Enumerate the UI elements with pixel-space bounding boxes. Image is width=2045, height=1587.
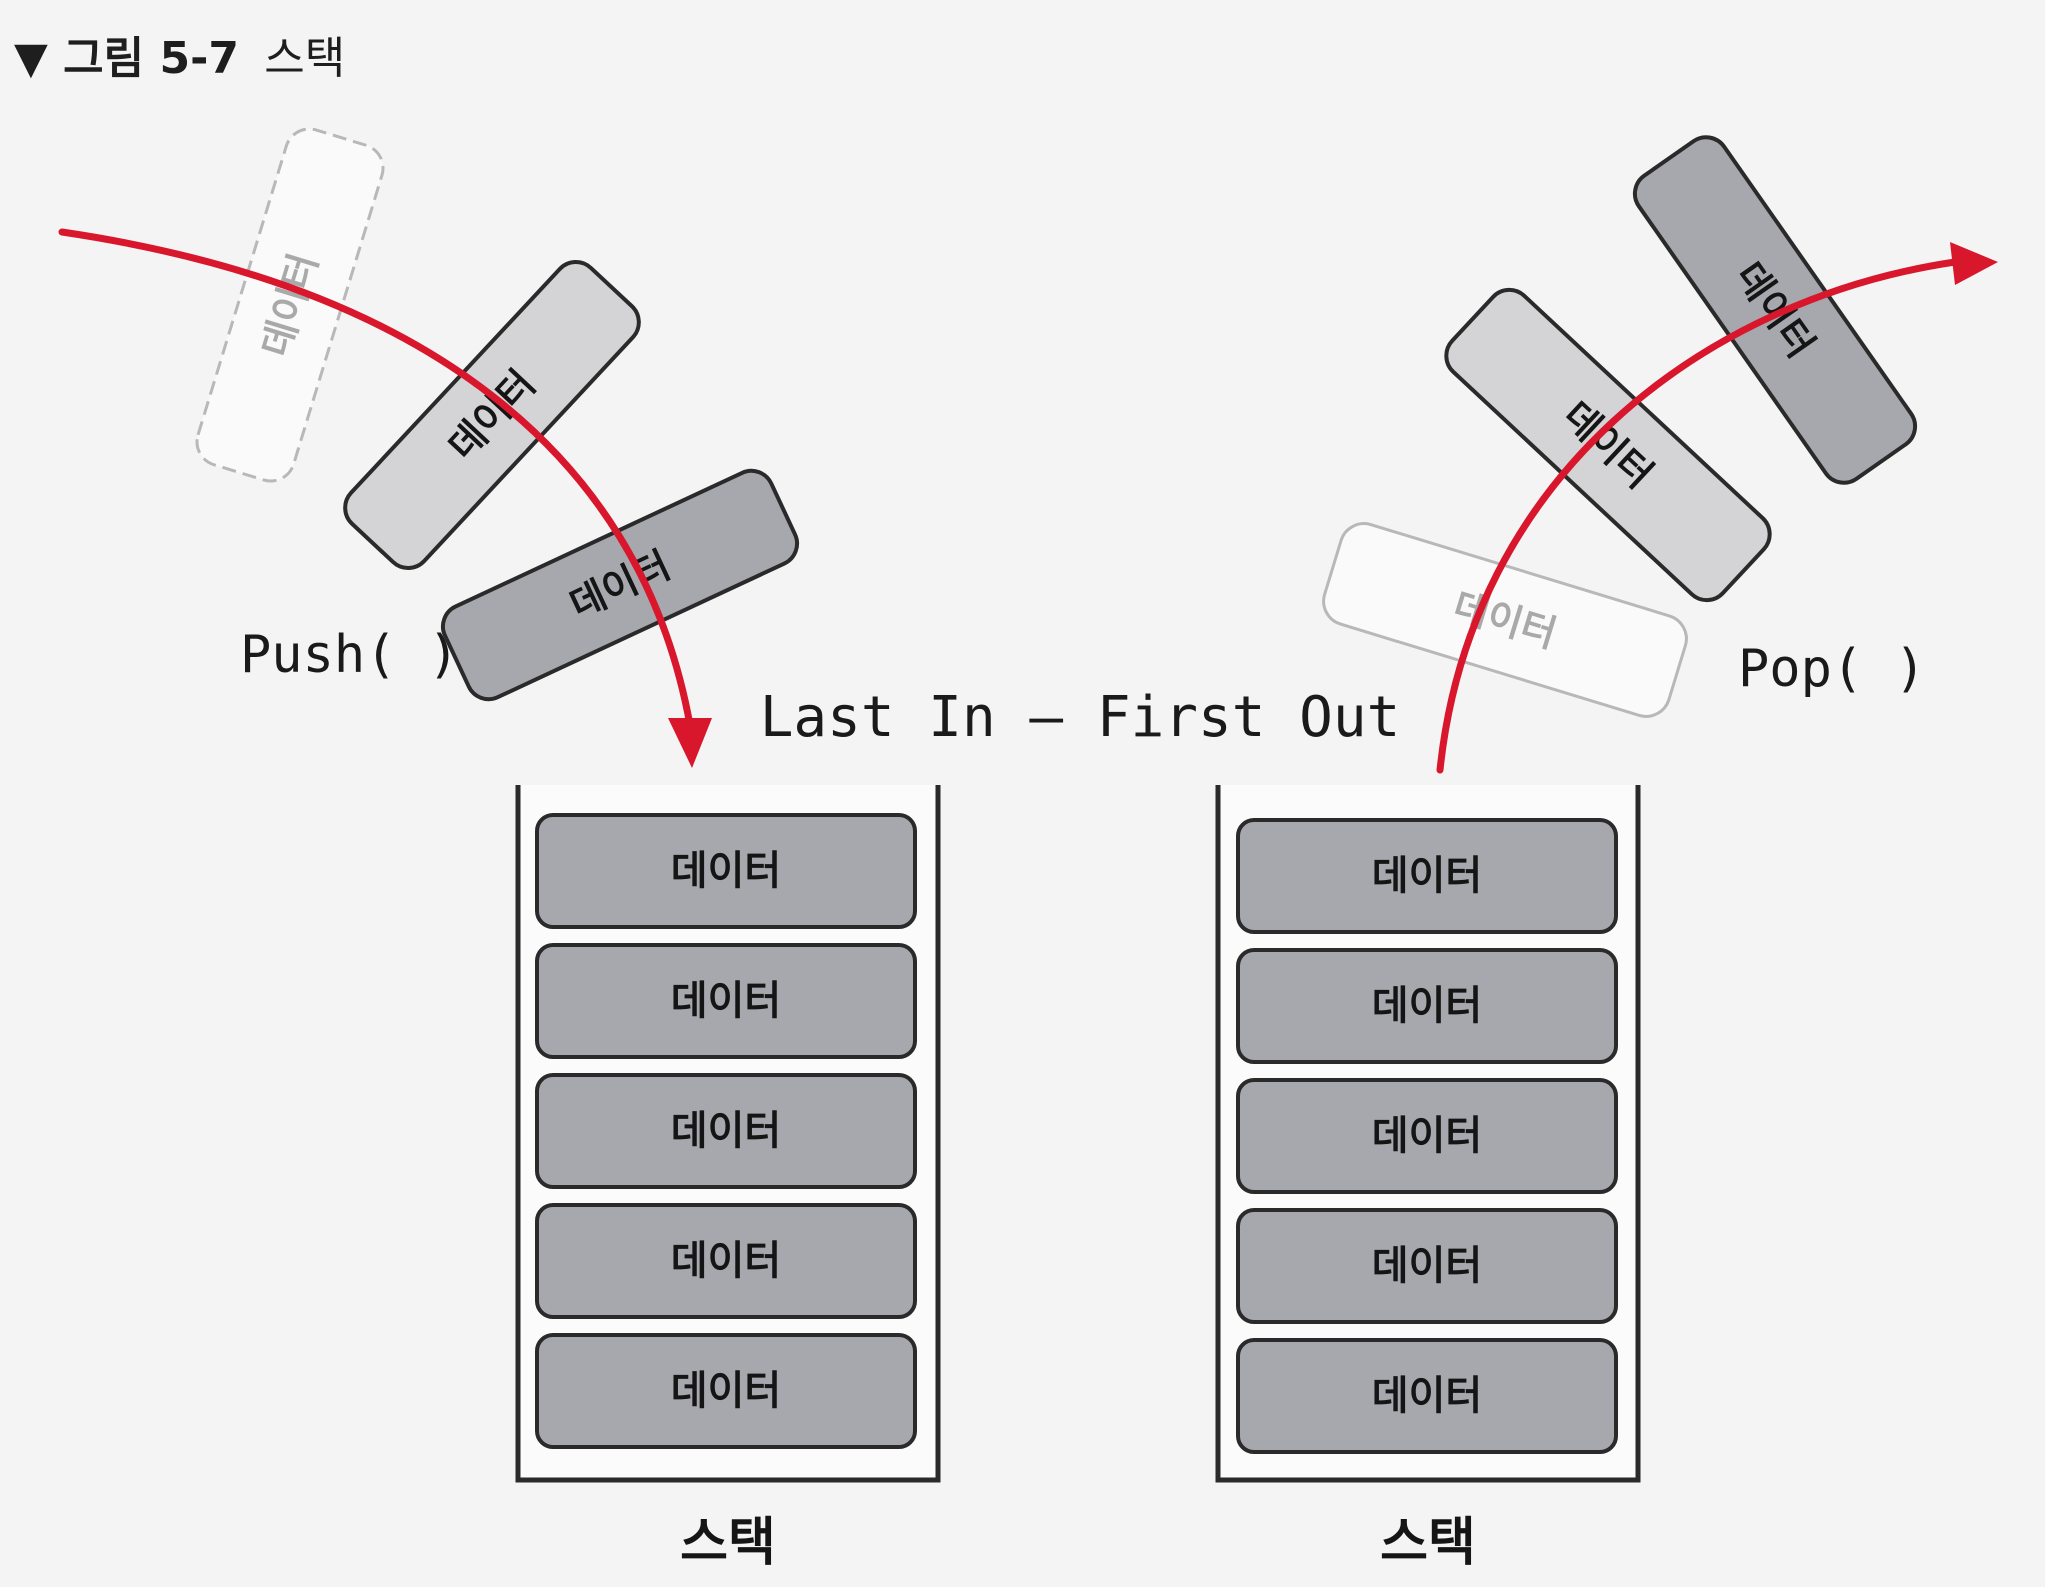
lifo-label: Last In – First Out <box>760 685 1401 750</box>
stack-right-item-1: 데이터 <box>1236 818 1618 934</box>
stack-right-item-2: 데이터 <box>1236 948 1618 1064</box>
stack-right-item-5-label: 데이터 <box>1372 1373 1482 1419</box>
push-block-upper: 데이터 <box>343 260 641 570</box>
figure-number: 그림 5-7 <box>63 33 239 84</box>
pop-block-top: 데이터 <box>1632 135 1918 485</box>
stack-left-item-2-label: 데이터 <box>671 978 781 1024</box>
stack-right-item-3-label: 데이터 <box>1372 1113 1482 1159</box>
stack-right-item-2-label: 데이터 <box>1372 983 1482 1029</box>
stack-right-item-5: 데이터 <box>1236 1338 1618 1454</box>
stack-left-item-3: 데이터 <box>535 1073 917 1189</box>
stack-left-item-5: 데이터 <box>535 1333 917 1449</box>
stack-left: 데이터 데이터 데이터 데이터 데이터 스택 <box>515 785 941 1573</box>
push-label: Push( ) <box>240 625 459 685</box>
pop-block-middle: 데이터 <box>1444 287 1772 603</box>
figure-caption: ▼ 그림 5-7 스택 <box>14 22 345 86</box>
stack-left-label: 스택 <box>680 1513 776 1573</box>
stack-left-item-4-label: 데이터 <box>671 1238 781 1284</box>
pop-ghost-block: 데이터 <box>1322 522 1688 718</box>
push-block-lower: 데이터 <box>440 468 800 702</box>
push-arrow <box>58 228 694 729</box>
stack-right-item-4: 데이터 <box>1236 1208 1618 1324</box>
pop-label: Pop( ) <box>1738 639 1926 699</box>
figure-title: 스택 <box>264 33 346 84</box>
stack-left-item-4: 데이터 <box>535 1203 917 1319</box>
stack-left-item-1: 데이터 <box>535 813 917 929</box>
stack-right-item-3: 데이터 <box>1236 1078 1618 1194</box>
stack-right-item-1-label: 데이터 <box>1372 853 1482 899</box>
stack-right-item-4-label: 데이터 <box>1372 1243 1482 1289</box>
pop-arrow <box>1436 258 1959 774</box>
stack-left-item-1-label: 데이터 <box>671 848 781 894</box>
stack-left-item-2: 데이터 <box>535 943 917 1059</box>
push-ghost-block: 데이터 <box>195 127 385 483</box>
stack-left-item-3-label: 데이터 <box>671 1108 781 1154</box>
push-arrow-head <box>668 718 712 768</box>
pop-arrow-head <box>1950 242 1998 285</box>
stack-left-item-5-label: 데이터 <box>671 1368 781 1414</box>
stack-right: 데이터 데이터 데이터 데이터 데이터 스택 <box>1215 785 1641 1573</box>
caption-marker: ▼ <box>14 33 48 84</box>
stack-right-label: 스택 <box>1380 1513 1476 1573</box>
